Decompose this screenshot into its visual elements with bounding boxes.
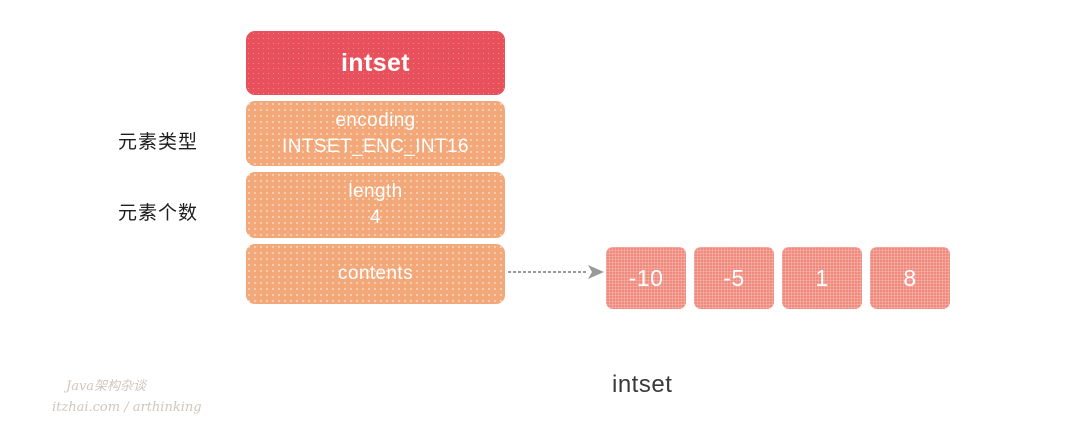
struct-field-length-name: length bbox=[348, 181, 403, 202]
struct-header-intset: intset bbox=[246, 31, 505, 95]
dashed-arrow-right-icon bbox=[508, 265, 604, 279]
struct-field-encoding-name: encoding bbox=[335, 109, 416, 131]
array-cell: -5 bbox=[694, 247, 774, 309]
arrow-head bbox=[588, 265, 604, 279]
diagram-caption: intset bbox=[612, 371, 673, 398]
struct-field-contents-name: contents bbox=[337, 263, 414, 284]
watermark: Java架构杂谈 itzhai.com / arthinking bbox=[52, 376, 202, 418]
struct-field-contents: contents bbox=[246, 244, 505, 304]
side-label-element-type: 元素类型 bbox=[118, 131, 199, 153]
array-cell: -10 bbox=[606, 247, 686, 309]
struct-field-length-value: 4 bbox=[370, 207, 381, 228]
array-cell: 8 bbox=[870, 247, 950, 309]
side-label-element-count: 元素个数 bbox=[118, 202, 199, 224]
contents-array: -10 -5 1 8 bbox=[606, 247, 950, 309]
struct-field-encoding: encoding INTSET_ENC_INT16 bbox=[246, 101, 505, 166]
struct-field-encoding-value: INTSET_ENC_INT16 bbox=[282, 135, 469, 157]
struct-field-length: length 4 bbox=[246, 172, 505, 238]
array-cell: 1 bbox=[782, 247, 862, 309]
intset-struct: intset encoding INTSET_ENC_INT16 length … bbox=[246, 31, 505, 304]
watermark-line-2: itzhai.com / arthinking bbox=[52, 400, 202, 415]
watermark-line-1: Java架构杂谈 bbox=[66, 379, 147, 394]
